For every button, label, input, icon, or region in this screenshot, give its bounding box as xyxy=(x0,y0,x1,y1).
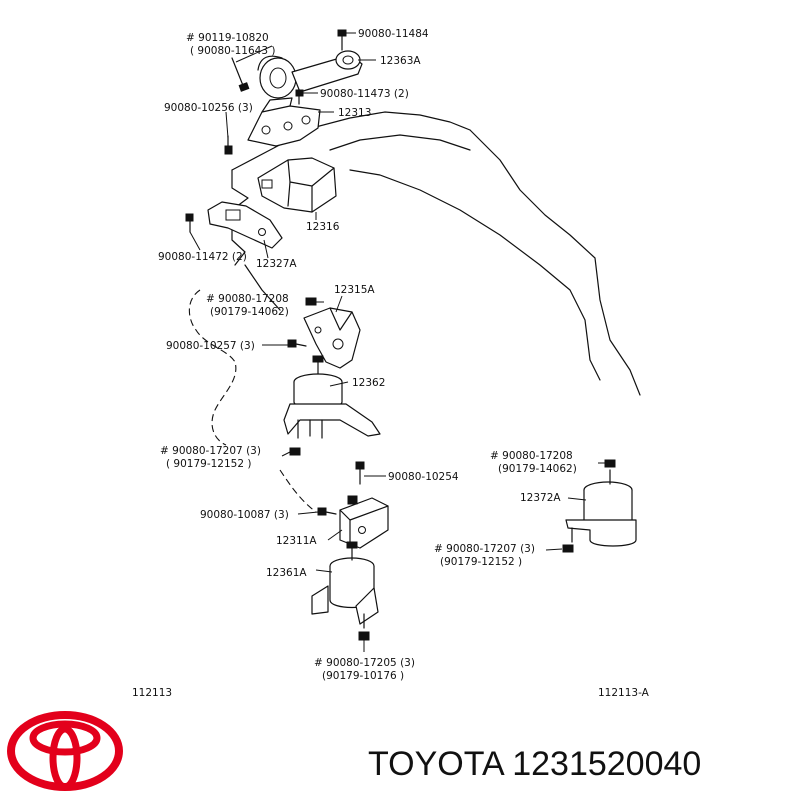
label-90080-11473: 90080-11473 (2) xyxy=(320,88,409,100)
label-12315a: 12315A xyxy=(334,284,375,296)
bolt-90080-10087 xyxy=(317,507,337,516)
label-90119-10820: # 90119-10820 xyxy=(186,32,269,44)
nut-90080-17208 xyxy=(305,297,317,306)
label-90080-17207: # 90080-17207 (3) xyxy=(160,445,261,457)
label-90080-17205: # 90080-17205 (3) xyxy=(314,657,415,669)
bolt-90080-10257 xyxy=(287,339,307,348)
label-90080-10256: 90080-10256 (3) xyxy=(164,102,253,114)
top-mount-12363a xyxy=(257,50,363,99)
bolt-90080-10254 xyxy=(355,461,365,485)
bracket-12327a xyxy=(207,201,283,249)
bolt-90080-11472 xyxy=(185,213,194,233)
nut-90080-17207-right xyxy=(562,544,574,553)
label-90080-10257: 90080-10257 (3) xyxy=(166,340,255,352)
mount-12316 xyxy=(257,157,337,213)
bolt-90080-11473 xyxy=(295,89,304,105)
label-12363a: 12363A xyxy=(380,55,421,67)
label-90179-10176: (90179-10176 ) xyxy=(322,670,404,682)
brand-part-number: TOYOTA 1231520040 xyxy=(368,745,701,783)
mount-12372a xyxy=(565,459,637,547)
label-90080-17208-right: # 90080-17208 xyxy=(490,450,573,462)
label-90080-10254: 90080-10254 xyxy=(388,471,459,483)
leader-lines xyxy=(189,32,614,652)
label-90179-12152-right: (90179-12152 ) xyxy=(440,556,522,568)
label-12327a: 12327A xyxy=(256,258,297,270)
label-12361a: 12361A xyxy=(266,567,307,579)
figure-number-right: 112113-A xyxy=(598,687,650,699)
mount-12361a xyxy=(311,541,379,629)
label-90080-10087: 90080-10087 (3) xyxy=(200,509,289,521)
part-labels: # 90119-10820 ( 90080-11643 ) 90080-1148… xyxy=(132,28,650,699)
bolt-90080-10256 xyxy=(224,135,233,155)
mount-12362 xyxy=(283,355,381,439)
label-12372a: 12372A xyxy=(520,492,561,504)
bolt-90080-11484 xyxy=(337,29,347,51)
label-90179-12152: ( 90179-12152 ) xyxy=(166,458,251,470)
bracket-12311a xyxy=(339,495,389,549)
nut-90080-17205 xyxy=(358,631,370,641)
label-90179-14062-right: (90179-14062) xyxy=(498,463,577,475)
label-90080-17208: # 90080-17208 xyxy=(206,293,289,305)
label-90179-14062: (90179-14062) xyxy=(210,306,289,318)
bolt-90119-10820 xyxy=(231,57,250,92)
label-12311a: 12311A xyxy=(276,535,317,547)
label-12313: 12313 xyxy=(338,107,371,119)
bracket-12313 xyxy=(247,97,321,147)
label-12316: 12316 xyxy=(306,221,340,233)
nut-90080-17207 xyxy=(289,447,301,456)
label-12362: 12362 xyxy=(352,377,385,389)
bracket-12315a xyxy=(303,307,361,369)
label-90080-11484: 90080-11484 xyxy=(358,28,429,40)
label-90080-17207-right: # 90080-17207 (3) xyxy=(434,543,535,555)
figure-number-left: 112113 xyxy=(132,687,172,699)
label-90080-11472: 90080-11472 (2) xyxy=(158,251,247,263)
toyota-logo-icon xyxy=(7,711,123,791)
label-90080-11643: ( 90080-11643 ) xyxy=(190,45,275,57)
